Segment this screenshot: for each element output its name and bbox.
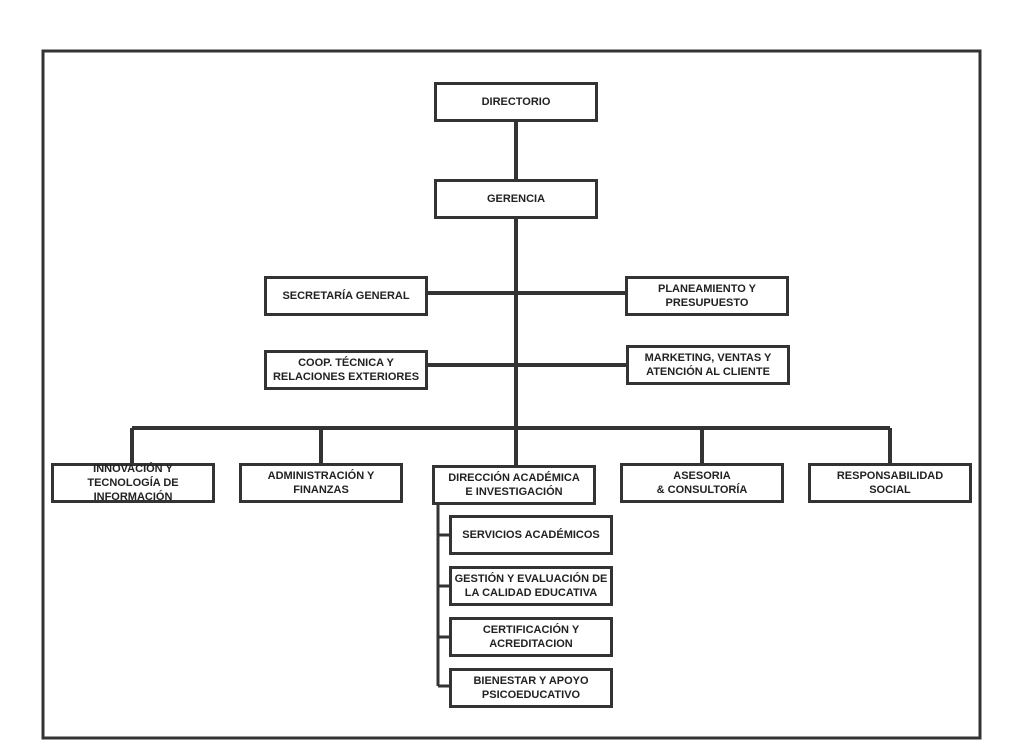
box-marketing: MARKETING, VENTAS Y ATENCIÓN AL CLIENTE: [626, 345, 790, 385]
label-bienestar: BIENESTAR Y APOYO PSICOEDUCATIVO: [473, 675, 589, 701]
box-secretaria-general: SECRETARÍA GENERAL: [264, 276, 428, 316]
label-direccion-academica: DIRECCIÓN ACADÉMICA E INVESTIGACIÓN: [448, 472, 580, 498]
label-servicios-academicos: SERVICIOS ACADÉMICOS: [462, 529, 600, 541]
box-coop-tecnica: COOP. TÉCNICA Y RELACIONES EXTERIORES: [264, 350, 428, 390]
label-administracion: ADMINISTRACIÓN Y FINANZAS: [267, 470, 375, 496]
box-bienestar: BIENESTAR Y APOYO PSICOEDUCATIVO: [449, 668, 613, 708]
label-asesoria: ASESORIA & CONSULTORÍA: [656, 470, 748, 496]
label-planeamiento: PLANEAMIENTO Y PRESUPUESTO: [658, 283, 756, 309]
box-gestion-evaluacion: GESTIÓN Y EVALUACIÓN DE LA CALIDAD EDUCA…: [449, 566, 613, 606]
box-administracion: ADMINISTRACIÓN Y FINANZAS: [239, 463, 403, 503]
label-responsabilidad-social: RESPONSABILIDAD SOCIAL: [836, 470, 944, 496]
box-innovacion: INNOVACIÓN Y TECNOLOGÍA DE INFORMACIÓN: [51, 463, 215, 503]
label-gerencia: GERENCIA: [486, 193, 546, 205]
label-gestion-evaluacion: GESTIÓN Y EVALUACIÓN DE LA CALIDAD EDUCA…: [454, 573, 608, 599]
label-innovacion: INNOVACIÓN Y TECNOLOGÍA DE INFORMACIÓN: [87, 463, 179, 503]
label-certificacion: CERTIFICACIÓN Y ACREDITACION: [482, 624, 580, 650]
box-gerencia: GERENCIA: [434, 179, 598, 219]
label-directorio: DIRECTORIO: [481, 96, 551, 108]
outer-frame: [41, 49, 982, 740]
box-certificacion: CERTIFICACIÓN Y ACREDITACION: [449, 617, 613, 657]
label-secretaria-general: SECRETARÍA GENERAL: [282, 290, 410, 302]
box-servicios-academicos: SERVICIOS ACADÉMICOS: [449, 515, 613, 555]
box-asesoria: ASESORIA & CONSULTORÍA: [620, 463, 784, 503]
label-coop-tecnica: COOP. TÉCNICA Y RELACIONES EXTERIORES: [272, 357, 420, 383]
label-marketing: MARKETING, VENTAS Y ATENCIÓN AL CLIENTE: [644, 352, 772, 378]
box-planeamiento: PLANEAMIENTO Y PRESUPUESTO: [625, 276, 789, 316]
box-responsabilidad-social: RESPONSABILIDAD SOCIAL: [808, 463, 972, 503]
box-direccion-academica: DIRECCIÓN ACADÉMICA E INVESTIGACIÓN: [432, 465, 596, 505]
box-directorio: DIRECTORIO: [434, 82, 598, 122]
